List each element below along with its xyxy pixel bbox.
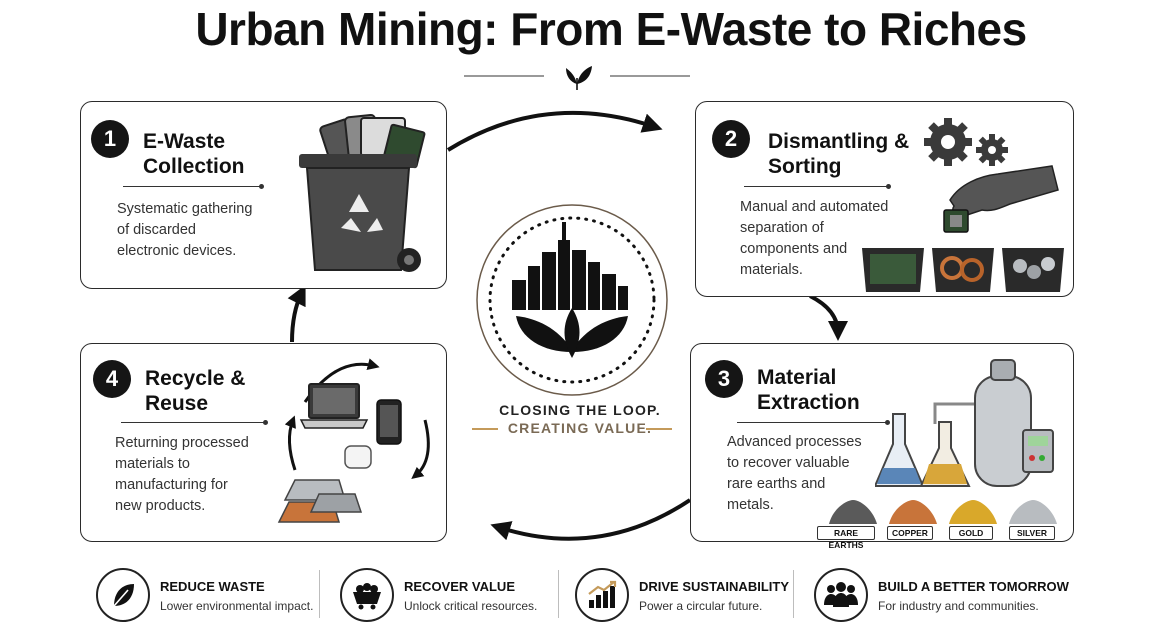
- gloved-hand-with-chip-icon: [943, 165, 1059, 233]
- step-description: Systematic gathering of discarded electr…: [117, 201, 253, 259]
- recovered-materials-piles-icon: [829, 500, 1057, 524]
- step-number-badge: 4: [93, 360, 131, 398]
- step-title: Material Extraction: [757, 366, 860, 414]
- recycle-bin-with-devices-icon: [299, 113, 426, 272]
- step-number-badge: 1: [91, 120, 129, 158]
- material-label-silver: SILVER: [1009, 526, 1055, 540]
- community-icon: [814, 568, 868, 622]
- center-tagline-secondary: CREATING VALUE.: [507, 420, 653, 436]
- step-card-collection: 1 E-Waste Collection Systematic gatherin…: [80, 101, 447, 289]
- step-title-underline: [744, 184, 891, 189]
- step-number-badge: 3: [705, 360, 743, 398]
- center-tagline-primary: CLOSING THE LOOP.: [499, 402, 661, 418]
- benefit-separator: [319, 570, 320, 618]
- step-title-underline: [737, 420, 890, 425]
- arrow-recycle-to-collection: [287, 284, 306, 343]
- benefit-build-better-tomorrow: BUILD A BETTER TOMORROW For industry and…: [814, 566, 1074, 626]
- step-title-underline: [121, 420, 268, 425]
- page-title: Urban Mining: From E-Waste to Riches: [195, 3, 1027, 55]
- mine-cart-icon: [340, 568, 394, 622]
- benefit-separator: [793, 570, 794, 618]
- step-title: Dismantling & Sorting: [768, 130, 910, 178]
- material-label-gold: GOLD: [949, 526, 993, 540]
- benefit-recover-value: RECOVER VALUE Unlock critical resources.: [340, 566, 555, 626]
- benefit-drive-sustainability: DRIVE SUSTAINABILITY Power a circular fu…: [575, 566, 790, 626]
- step-description: Manual and automated separation of compo…: [740, 199, 889, 278]
- step-title-underline: [123, 184, 264, 189]
- step-description: Returning processed materials to manufac…: [115, 435, 249, 514]
- arrow-collection-to-dismantling: [446, 110, 663, 152]
- step-title: Recycle & Reuse: [145, 367, 246, 415]
- tagline-rule-right: [646, 428, 672, 430]
- city-skyline-leaf-emblem: [476, 204, 668, 396]
- arrow-dismantling-to-extraction: [809, 294, 848, 341]
- gears-icon: [924, 118, 1008, 166]
- step-title: E-Waste Collection: [143, 130, 245, 178]
- step-card-dismantling: 2 Dismantling & Sorting Manual and autom…: [695, 101, 1074, 297]
- tagline-rule-left: [472, 428, 498, 430]
- sorted-components-trays-icon: [862, 248, 1064, 292]
- step-description: Advanced processes to recover valuable r…: [727, 434, 862, 513]
- extraction-lab-equipment-icon: [875, 359, 1054, 487]
- step-card-recycle: 4 Recycle & Reuse Returning processed ma…: [80, 343, 447, 542]
- material-label-rare-earths: RARE EARTHS: [817, 526, 875, 550]
- leaf-icon: [96, 568, 150, 622]
- benefit-reduce-waste: REDUCE WASTE Lower environmental impact.: [96, 566, 316, 626]
- reuse-cycle-devices-icon: [277, 358, 430, 523]
- benefit-separator: [558, 570, 559, 618]
- arrow-extraction-to-recycle: [490, 498, 692, 541]
- step-card-extraction: 3 Material Extraction Advanced processes…: [690, 343, 1074, 550]
- step-number-badge: 2: [712, 120, 750, 158]
- title-divider-leaf-icon: [464, 66, 690, 90]
- material-label-copper: COPPER: [887, 526, 933, 540]
- growth-chart-icon: [575, 568, 629, 622]
